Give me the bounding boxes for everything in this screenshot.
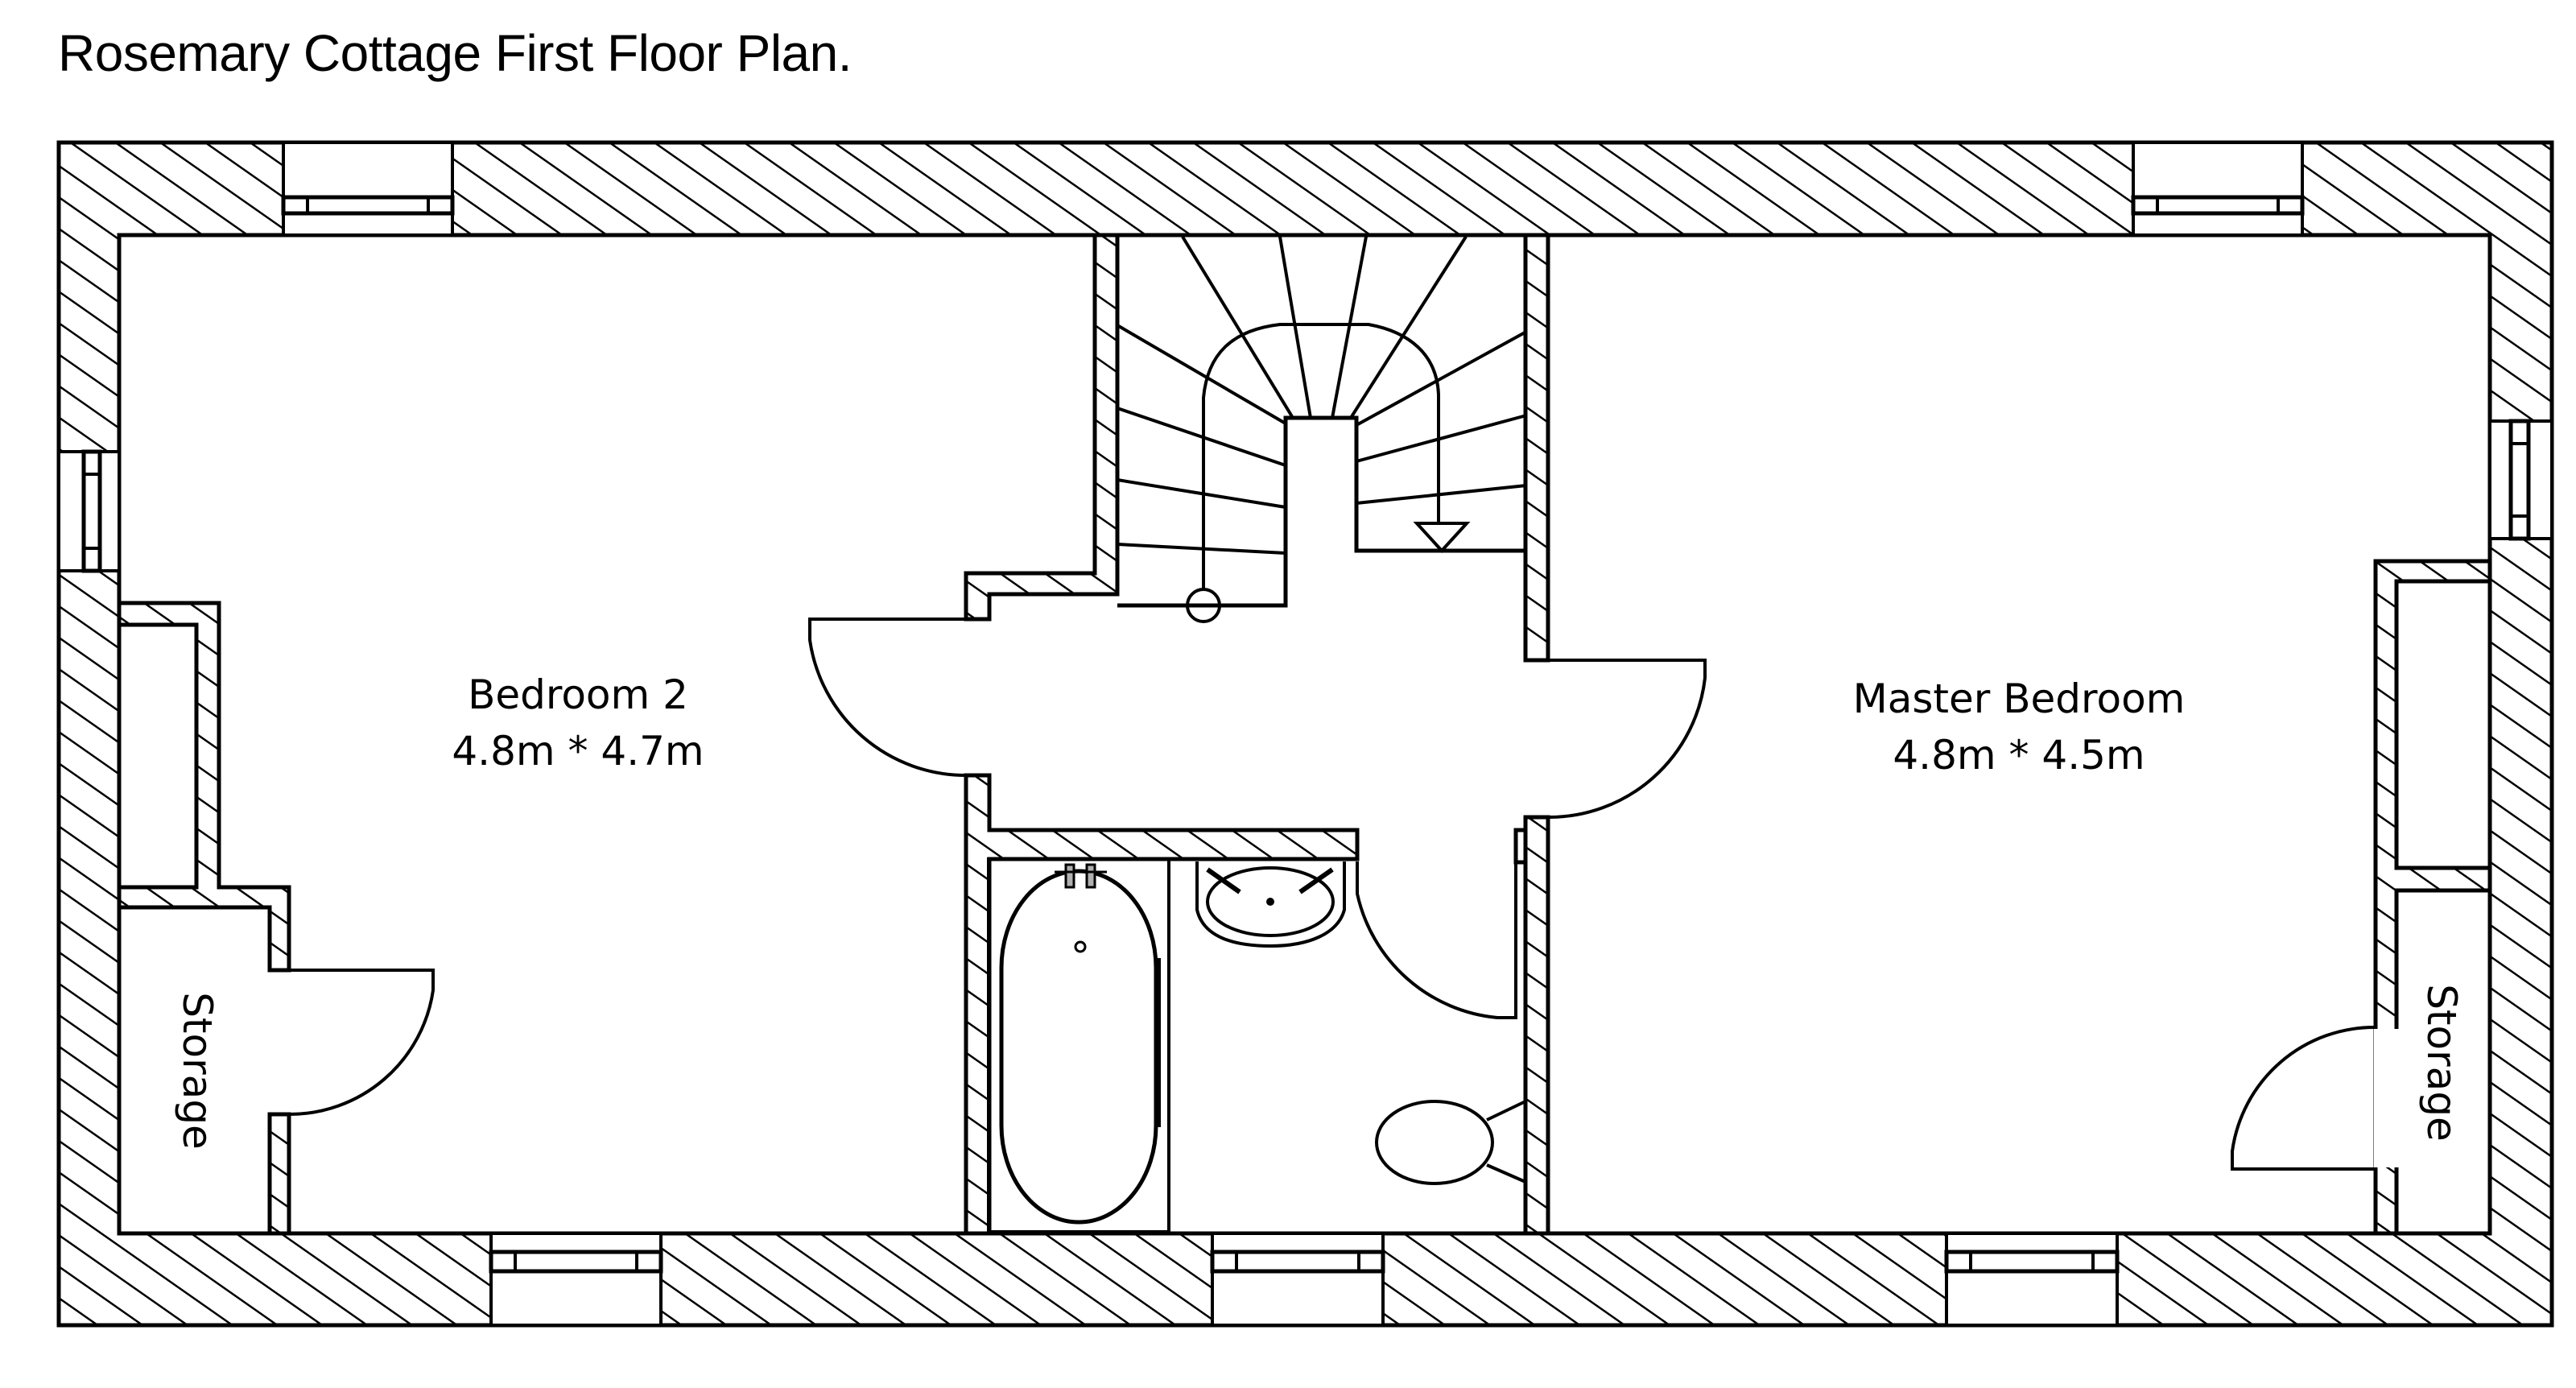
interior-walls bbox=[117, 233, 2492, 1236]
window bbox=[57, 449, 121, 573]
window bbox=[2131, 141, 2305, 237]
door-bedroom-2 bbox=[808, 618, 989, 777]
right-cupboard bbox=[2394, 579, 2492, 870]
toilet bbox=[1375, 1100, 1526, 1185]
exterior-walls bbox=[56, 140, 2554, 1328]
plan-title: Rosemary Cottage First Floor Plan. bbox=[58, 24, 852, 82]
window bbox=[1944, 1232, 2120, 1327]
door-storage-right bbox=[2231, 1025, 2376, 1171]
door-storage-left bbox=[288, 969, 435, 1117]
window bbox=[1210, 1232, 1385, 1327]
door-bathroom bbox=[1356, 861, 1517, 1019]
windows bbox=[57, 141, 2553, 1327]
bedroom-2-name: Bedroom 2 bbox=[468, 671, 688, 718]
storage-right-label: Storage bbox=[2418, 984, 2465, 1142]
bath bbox=[987, 857, 1170, 1233]
bathroom-fixtures bbox=[987, 857, 1526, 1233]
room-labels: Bedroom 2 4.8m * 4.7m Master Bedroom 4.8… bbox=[174, 671, 2465, 1150]
window bbox=[489, 1232, 663, 1327]
master-bedroom-dimensions: 4.8m * 4.5m bbox=[1893, 732, 2145, 779]
doors bbox=[288, 618, 2376, 1171]
door-master-bedroom bbox=[1547, 659, 1707, 820]
master-bedroom-name: Master Bedroom bbox=[1853, 675, 2186, 722]
window bbox=[281, 141, 455, 237]
wash-basin bbox=[1195, 861, 1346, 948]
staircase bbox=[1116, 235, 1527, 623]
bedroom-2-dimensions: 4.8m * 4.7m bbox=[452, 728, 704, 775]
left-cupboard bbox=[117, 622, 199, 890]
storage-left-label: Storage bbox=[174, 992, 221, 1150]
window bbox=[2488, 419, 2553, 541]
